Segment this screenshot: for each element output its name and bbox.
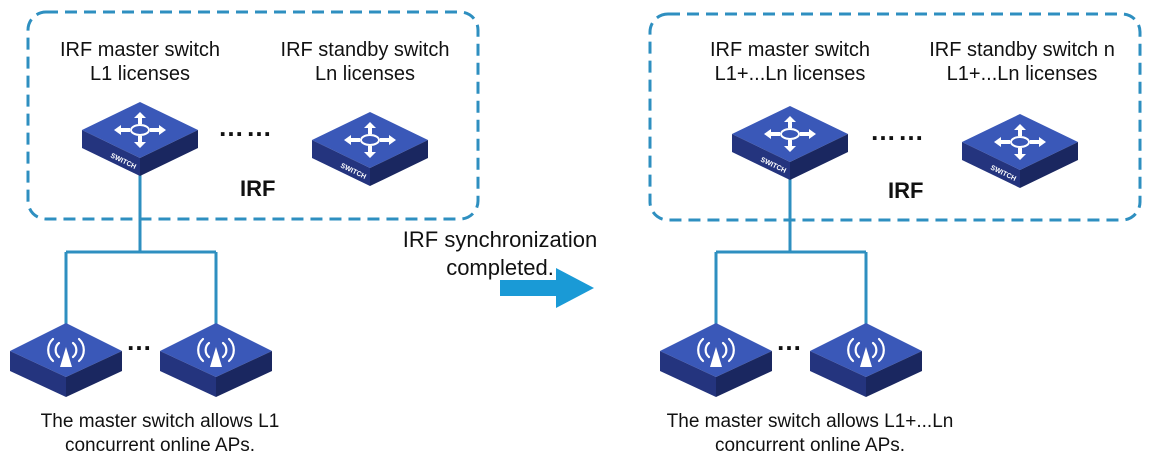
left-ap2-icon	[158, 321, 274, 399]
left-master-label: IRF master switch L1 licenses	[40, 38, 240, 86]
left-ap1-icon	[8, 321, 124, 399]
right-ap-dots: …	[776, 326, 804, 356]
right-master-switch-icon	[731, 105, 849, 181]
right-master-label: IRF master switch L1+...Ln licenses	[690, 38, 890, 86]
right-standby-licenses: L1+...Ln licenses	[946, 63, 1098, 85]
left-irf-boundary	[26, 10, 480, 221]
right-master-title: IRF master switch	[709, 39, 871, 61]
sync-line1: IRF synchronization	[402, 227, 598, 252]
left-links	[64, 175, 218, 330]
right-standby-title: IRF standby switch n	[929, 39, 1115, 61]
left-master-switch-icon	[81, 101, 199, 177]
right-irf-label: IRF	[888, 178, 924, 203]
right-links	[714, 178, 868, 330]
right-caption-line2: concurrent online APs.	[714, 435, 906, 456]
right-ap2-icon	[808, 321, 924, 399]
right-master-licenses: L1+...Ln licenses	[714, 63, 866, 85]
left-irf-label: IRF	[240, 176, 276, 201]
left-switch-dots: ……	[218, 112, 274, 142]
sync-arrow-icon	[500, 268, 594, 308]
left-caption: The master switch allows L1 concurrent o…	[10, 410, 310, 458]
left-standby-title: IRF standby switch	[280, 39, 450, 61]
left-standby-licenses: Ln licenses	[314, 63, 416, 85]
sync-line2: completed.	[446, 255, 554, 280]
right-ap1-icon	[658, 321, 774, 399]
right-switch-dots: ……	[870, 116, 926, 146]
sync-label: IRF synchronization completed.	[380, 226, 620, 282]
left-standby-label: IRF standby switch Ln licenses	[260, 38, 470, 86]
right-standby-switch-icon	[961, 113, 1079, 189]
left-caption-line1: The master switch allows L1	[40, 411, 280, 432]
right-caption-line1: The master switch allows L1+...Ln	[666, 411, 954, 432]
left-caption-line2: concurrent online APs.	[64, 435, 256, 456]
left-standby-switch-icon	[311, 111, 429, 187]
left-master-licenses: L1 licenses	[89, 63, 191, 85]
left-master-title: IRF master switch	[59, 39, 221, 61]
right-caption: The master switch allows L1+...Ln concur…	[630, 410, 990, 458]
right-standby-label: IRF standby switch n L1+...Ln licenses	[910, 38, 1134, 86]
left-ap-dots: …	[126, 326, 154, 356]
